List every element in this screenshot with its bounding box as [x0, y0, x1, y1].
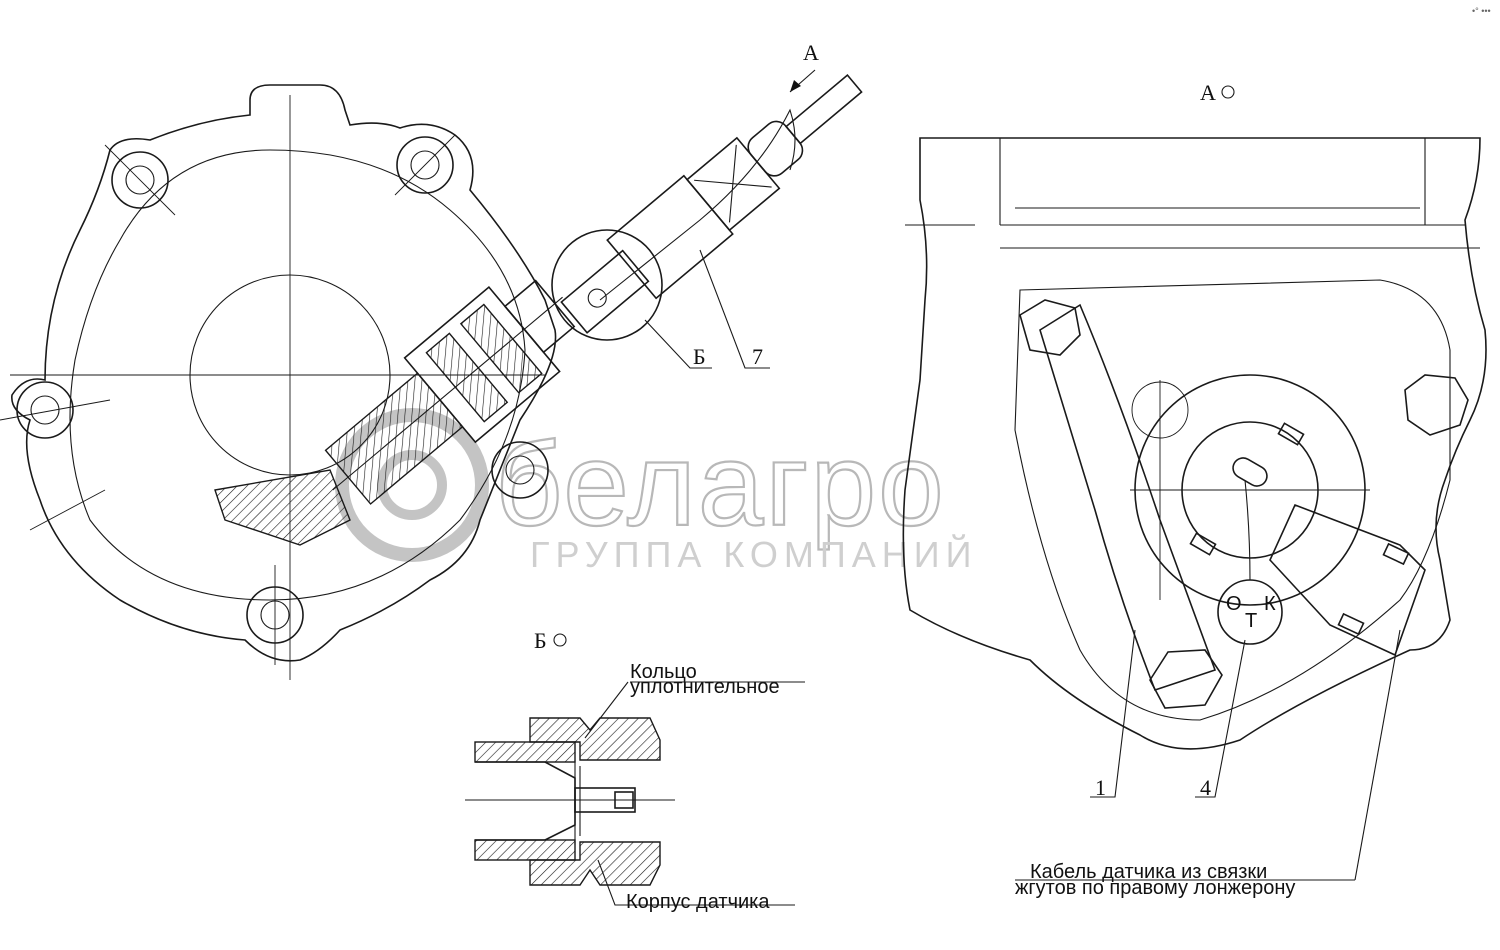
seal-wire [599, 108, 796, 301]
otk-seal: О Т К [1217, 579, 1283, 645]
part-1-label: 1 [1095, 775, 1106, 800]
note-ring-line1: Кольцо [630, 661, 697, 683]
note-ring-line2: уплотнительное [630, 676, 780, 698]
hex-bolt-top-right [1404, 374, 1469, 436]
view-a-housing [902, 137, 1487, 750]
seal-chain [1244, 479, 1251, 581]
hex-bolt-top-left [1019, 299, 1081, 356]
lever-pocket [1014, 279, 1451, 721]
view-a-title: А [1200, 80, 1216, 105]
detail-b: Б [465, 628, 795, 906]
watermark-brand: белагро [495, 419, 946, 551]
part-7-label: 7 [752, 344, 763, 369]
corner-mark: •° ••• [1472, 6, 1491, 16]
part-4-label: 4 [1200, 775, 1211, 800]
detail-b-tube-bottom [474, 839, 576, 861]
detail-b-tube-top [474, 741, 576, 763]
hex-bolt-bottom [1149, 649, 1223, 709]
lever [1039, 303, 1217, 691]
seal-letter-t: Т [1245, 610, 1257, 632]
note-cable-line1: Кабель датчика из связки [1030, 861, 1267, 883]
seal-letter-o: О [1226, 593, 1242, 615]
seal-letter-k: К [1264, 593, 1276, 615]
detail-b-circle [551, 229, 663, 341]
watermark-subtitle: ГРУППА КОМПАНИЙ [530, 533, 978, 575]
cover-view [0, 84, 576, 680]
sensor-assembly [551, 69, 863, 341]
cover-section-web [214, 469, 351, 546]
view-a-arrow-label: А [803, 40, 819, 65]
sensor-housing-section [324, 279, 576, 505]
view-b-rotation-mark [553, 633, 567, 647]
view-b-callout-label: Б [693, 344, 706, 369]
note-sensor-body: Корпус датчика [626, 891, 770, 913]
view-a-rotation-mark [1221, 85, 1235, 99]
view-b-title: Б [534, 628, 547, 653]
watermark: белагро ГРУППА КОМПАНИЙ [335, 408, 978, 575]
view-a: А О Т К 1 [902, 80, 1487, 881]
sensor-body-view-a [1269, 503, 1426, 657]
note-cable-line2: жгутов по правому лонжерону [1015, 877, 1295, 899]
left-leaders [644, 249, 770, 369]
bolt-holes [16, 136, 549, 644]
cover-inner-flange [69, 149, 526, 601]
